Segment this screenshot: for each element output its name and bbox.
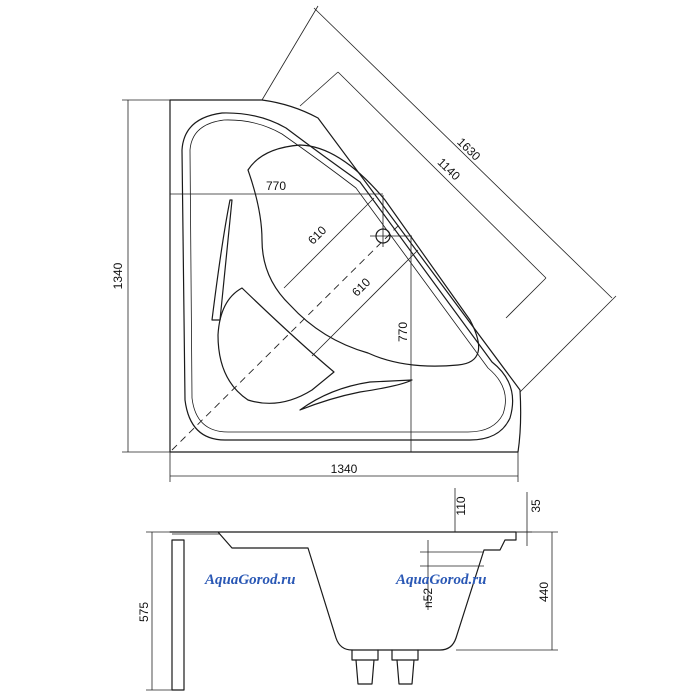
dim-inner-depth-b-label: 610: [349, 275, 373, 299]
dim-width-label: 1340: [331, 462, 358, 476]
dim-rim-height-label: 35: [529, 499, 543, 513]
dim-seat-x: 770: [170, 179, 383, 195]
tub-cross-section: [169, 531, 517, 651]
dim-inner-depth-a-label: 610: [305, 223, 329, 247]
dim-inner-diagonal: 1140: [299, 71, 547, 319]
tub-basin: [247, 144, 480, 367]
dim-total-height: 575: [137, 531, 172, 691]
dim-width: 1340: [169, 452, 519, 482]
side-panel: [171, 539, 185, 691]
dim-overflow-label: n52: [421, 588, 435, 608]
tub-feet: [351, 649, 419, 685]
dim-rim-height: 35: [516, 492, 543, 546]
seat-left: [211, 199, 233, 321]
dim-seat-y: 770: [396, 236, 412, 452]
tub-outer-contour: [169, 99, 522, 453]
dim-seat-x-label: 770: [266, 179, 286, 193]
side-view: 575 440 110 35 n52: [137, 488, 558, 691]
dim-total-height-label: 575: [137, 602, 151, 622]
dim-rim-width-label: 110: [454, 496, 468, 515]
dim-rim-width: 110: [454, 488, 468, 532]
diagonal-axis: [171, 221, 403, 451]
top-view: 1340 1340 1630 1140 770: [111, 5, 617, 482]
dim-height: 1340: [111, 99, 170, 453]
seat-lower: [217, 287, 335, 404]
tub-rim-contour: [181, 112, 514, 441]
watermark-right: AquaGorod.ru: [395, 572, 486, 588]
dim-inner-height: 440: [456, 531, 558, 651]
dim-overflow: n52: [420, 540, 484, 610]
foot-right-base: [396, 659, 415, 685]
tub-rim-inner-line: [189, 119, 506, 433]
dim-inner-diagonal-label: 1140: [435, 155, 464, 183]
seat-right: [299, 379, 413, 411]
dim-height-label: 1340: [111, 262, 125, 289]
foot-right: [391, 649, 419, 661]
dim-diagonal: 1630: [261, 5, 617, 393]
dim-inner-height-label: 440: [537, 582, 551, 602]
dim-seat-y-label: 770: [396, 322, 410, 342]
watermark-left: AquaGorod.ru: [204, 572, 295, 588]
foot-left-base: [355, 659, 375, 685]
foot-left: [351, 649, 379, 661]
dim-inner-depth-a: 610: [283, 197, 375, 289]
